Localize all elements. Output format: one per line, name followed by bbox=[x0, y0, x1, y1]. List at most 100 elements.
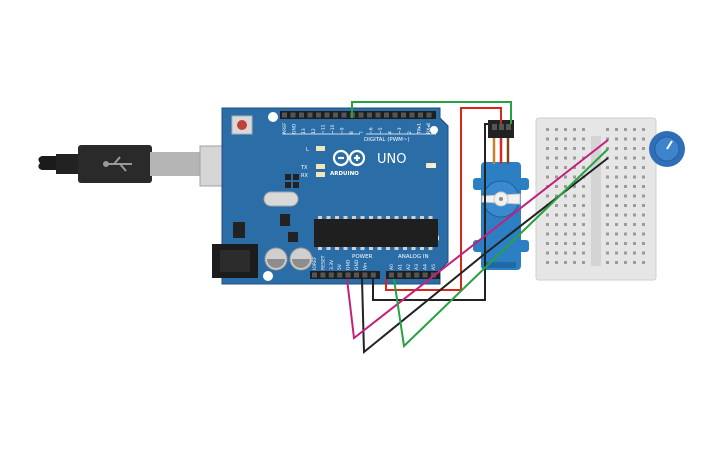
breadboard-hole[interactable] bbox=[633, 194, 636, 198]
header-pin[interactable] bbox=[392, 112, 398, 118]
breadboard-hole[interactable] bbox=[573, 261, 576, 264]
breadboard-hole[interactable] bbox=[573, 137, 576, 141]
breadboard-hole[interactable] bbox=[642, 223, 645, 226]
breadboard-hole[interactable] bbox=[633, 175, 636, 179]
breadboard-hole[interactable] bbox=[546, 194, 549, 198]
breadboard-hole[interactable] bbox=[555, 137, 558, 141]
breadboard-hole[interactable] bbox=[606, 194, 609, 198]
header-pin[interactable] bbox=[397, 272, 403, 278]
header-pin[interactable] bbox=[358, 112, 364, 118]
breadboard-hole[interactable] bbox=[615, 242, 618, 245]
breadboard-hole[interactable] bbox=[633, 261, 636, 264]
header-pin[interactable] bbox=[426, 112, 432, 118]
breadboard-hole[interactable] bbox=[546, 223, 549, 226]
breadboard-hole[interactable] bbox=[582, 128, 585, 131]
breadboard-hole[interactable] bbox=[564, 223, 567, 226]
breadboard-hole[interactable] bbox=[606, 185, 609, 188]
breadboard-hole[interactable] bbox=[633, 128, 636, 131]
breadboard-hole[interactable] bbox=[606, 242, 609, 245]
breadboard-hole[interactable] bbox=[573, 194, 576, 198]
breadboard-hole[interactable] bbox=[642, 166, 645, 169]
header-pin[interactable] bbox=[320, 272, 326, 278]
breadboard-hole[interactable] bbox=[633, 166, 636, 169]
breadboard-hole[interactable] bbox=[642, 156, 645, 160]
breadboard-hole[interactable] bbox=[624, 204, 627, 207]
breadboard-hole[interactable] bbox=[573, 204, 576, 207]
breadboard-hole[interactable] bbox=[642, 204, 645, 207]
breadboard-hole[interactable] bbox=[546, 261, 549, 264]
potentiometer[interactable] bbox=[649, 131, 685, 167]
header-pin[interactable] bbox=[290, 112, 296, 118]
breadboard-hole[interactable] bbox=[642, 232, 645, 236]
wire-green-signal[interactable] bbox=[351, 101, 512, 124]
power-header[interactable] bbox=[310, 271, 380, 279]
breadboard-hole[interactable] bbox=[546, 128, 549, 131]
header-pin[interactable] bbox=[422, 272, 428, 278]
header-pin[interactable] bbox=[414, 272, 420, 278]
breadboard-hole[interactable] bbox=[564, 175, 567, 179]
wire-red-power[interactable] bbox=[385, 107, 502, 291]
breadboard-hole[interactable] bbox=[642, 147, 645, 150]
breadboard-hole[interactable] bbox=[642, 261, 645, 264]
breadboard-hole[interactable] bbox=[564, 166, 567, 169]
breadboard-hole[interactable] bbox=[633, 185, 636, 188]
breadboard-hole[interactable] bbox=[624, 128, 627, 131]
breadboard-hole[interactable] bbox=[606, 175, 609, 179]
breadboard-hole[interactable] bbox=[615, 204, 618, 207]
breadboard-hole[interactable] bbox=[615, 213, 618, 217]
servo-motor[interactable] bbox=[473, 162, 529, 270]
header-pin[interactable] bbox=[362, 272, 368, 278]
header-pin[interactable] bbox=[418, 112, 423, 118]
wire-magenta-pot-power[interactable] bbox=[346, 139, 609, 340]
header-pin[interactable] bbox=[375, 112, 381, 118]
header-pin[interactable] bbox=[299, 112, 304, 118]
breadboard-hole[interactable] bbox=[624, 175, 627, 179]
breadboard-hole[interactable] bbox=[582, 251, 585, 255]
breadboard-hole[interactable] bbox=[642, 175, 645, 179]
breadboard-hole[interactable] bbox=[555, 251, 558, 255]
breadboard-hole[interactable] bbox=[573, 128, 576, 131]
breadboard-hole[interactable] bbox=[606, 204, 609, 207]
mini-breadboard[interactable] bbox=[535, 117, 657, 281]
breadboard-hole[interactable] bbox=[642, 213, 645, 217]
breadboard-hole[interactable] bbox=[555, 204, 558, 207]
breadboard-hole[interactable] bbox=[633, 242, 636, 245]
breadboard-hole[interactable] bbox=[573, 213, 576, 217]
breadboard-hole[interactable] bbox=[582, 137, 585, 141]
breadboard-hole[interactable] bbox=[555, 242, 558, 245]
servo-connector[interactable] bbox=[488, 120, 514, 138]
breadboard-hole[interactable] bbox=[615, 223, 618, 226]
header-pin[interactable] bbox=[316, 112, 321, 118]
breadboard-hole[interactable] bbox=[606, 261, 609, 264]
breadboard-hole[interactable] bbox=[606, 137, 609, 141]
breadboard-hole[interactable] bbox=[573, 166, 576, 169]
breadboard-hole[interactable] bbox=[546, 242, 549, 245]
breadboard-hole[interactable] bbox=[555, 156, 558, 160]
breadboard-hole[interactable] bbox=[564, 194, 567, 198]
breadboard-hole[interactable] bbox=[546, 147, 549, 150]
reset-button[interactable] bbox=[231, 115, 253, 135]
breadboard-hole[interactable] bbox=[642, 194, 645, 198]
breadboard-hole[interactable] bbox=[624, 166, 627, 169]
breadboard-hole[interactable] bbox=[633, 232, 636, 236]
header-pin[interactable] bbox=[337, 272, 343, 278]
header-pin[interactable] bbox=[405, 272, 411, 278]
breadboard-hole[interactable] bbox=[546, 175, 549, 179]
breadboard-hole[interactable] bbox=[624, 213, 627, 217]
breadboard-hole[interactable] bbox=[633, 156, 636, 160]
breadboard-hole[interactable] bbox=[642, 242, 645, 245]
breadboard-hole[interactable] bbox=[606, 166, 609, 169]
breadboard-hole[interactable] bbox=[624, 232, 627, 236]
breadboard-hole[interactable] bbox=[606, 213, 609, 217]
breadboard-hole[interactable] bbox=[564, 232, 567, 236]
breadboard-hole[interactable] bbox=[555, 166, 558, 169]
breadboard-hole[interactable] bbox=[615, 147, 618, 150]
breadboard-hole[interactable] bbox=[624, 242, 627, 245]
wire-green-pot-signal[interactable] bbox=[393, 148, 609, 349]
breadboard-hole[interactable] bbox=[582, 232, 585, 236]
breadboard-hole[interactable] bbox=[633, 213, 636, 217]
header-pin[interactable] bbox=[282, 112, 287, 118]
breadboard-hole[interactable] bbox=[642, 137, 645, 141]
breadboard-hole[interactable] bbox=[582, 223, 585, 226]
